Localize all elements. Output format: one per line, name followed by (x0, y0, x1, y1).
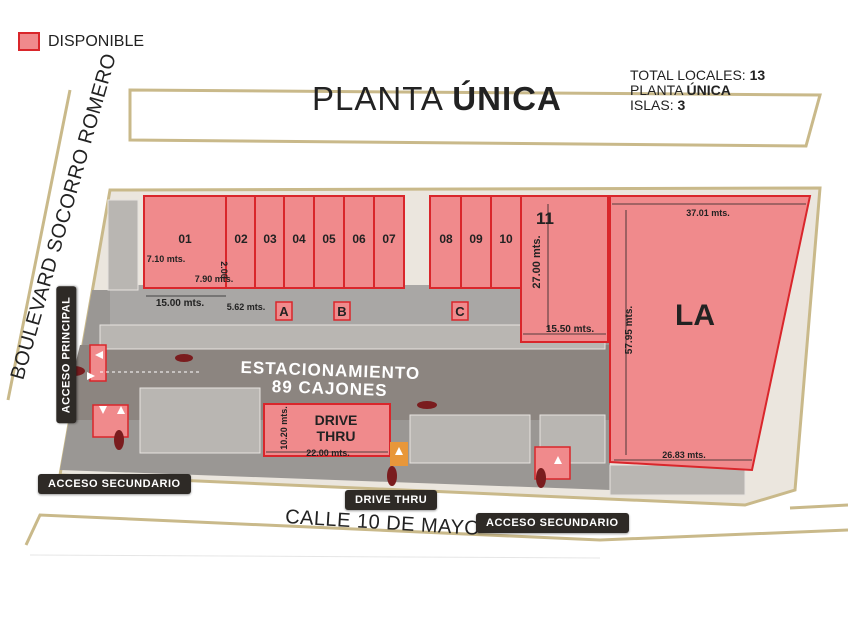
north-sidewalk (128, 88, 822, 148)
stat-value: 13 (749, 67, 766, 83)
car-icon (417, 401, 437, 409)
drive-thru-label: DRIVE (315, 412, 358, 428)
dimension-label: 10.20 mts. (279, 406, 289, 450)
islands (275, 301, 469, 321)
local-01 (143, 195, 227, 289)
stat-total: TOTAL LOCALES: 13 (630, 68, 765, 83)
access-secondary-label: ACCESO SECUNDARIO (38, 474, 191, 494)
stats-panel: TOTAL LOCALES: 13 PLANTA ÚNICA ISLAS: 3 (630, 68, 765, 113)
east-curb (789, 503, 848, 510)
title-prefix: PLANTA (312, 80, 453, 117)
local-label: 07 (382, 232, 396, 246)
local-07 (373, 195, 405, 289)
local-label: 11 (536, 209, 554, 228)
local-08 (429, 195, 462, 289)
dimension-label: 15.50 mts. (546, 324, 595, 335)
dimension-label: 57.95 mts. (624, 306, 635, 355)
arrows (87, 351, 562, 464)
island-b (333, 301, 351, 321)
local-09 (460, 195, 492, 289)
arrow-icon (117, 406, 125, 414)
island-label: C (455, 304, 465, 319)
island-c (451, 301, 469, 321)
locales (143, 195, 812, 472)
local-label: 06 (352, 232, 366, 246)
access-secondary-label: ACCESO SECUNDARIO (476, 513, 629, 533)
dimension-label: 15.00 mts. (156, 298, 205, 309)
dimension-label: 7.90 mts. (195, 274, 234, 284)
dimension-label: 27.00 mts. (531, 235, 543, 288)
local-label: LA (675, 299, 715, 332)
arrow-icon (87, 372, 95, 380)
dimension-label: 5.62 mts. (227, 302, 266, 312)
local-11 (520, 195, 609, 343)
arrow-icon (95, 351, 103, 359)
local-label: 02 (234, 232, 248, 246)
drive-thru-block (263, 403, 391, 457)
stat-label: ISLAS: (630, 97, 678, 113)
dimension-label: 37.01 mts. (686, 208, 730, 218)
car-icon (536, 468, 546, 488)
local-05 (313, 195, 345, 289)
island-a (275, 301, 293, 321)
arrow-icon (395, 447, 403, 455)
west-curb (6, 89, 72, 401)
stat-islas: ISLAS: 3 (630, 98, 765, 113)
dimension-label: 26.83 mts. (662, 450, 706, 460)
dimension-label: 22.00 mts. (306, 448, 350, 458)
title-bold: ÚNICA (452, 80, 562, 117)
local-label: 04 (292, 232, 306, 246)
arrow-icon (554, 456, 562, 464)
local-label: 08 (439, 232, 453, 246)
access-principal-label: ACCESO PRINCIPAL (56, 286, 77, 424)
dimension-label: 7.10 mts. (147, 254, 186, 264)
stat-label: TOTAL LOCALES: (630, 67, 750, 83)
island-label: A (279, 304, 289, 319)
stat-value: ÚNICA (686, 82, 731, 98)
local-label: 01 (178, 232, 192, 246)
dimension-label: 2.00 (219, 261, 229, 279)
parking-count: 89 CAJONES (271, 377, 387, 400)
drive-thru-label: THRU (317, 428, 356, 444)
local-06 (343, 195, 375, 289)
locale-labels: 01 02 03 04 05 06 07 08 09 10 11 LA (178, 209, 715, 332)
arrow-icon (99, 406, 107, 414)
local-label: 05 (322, 232, 336, 246)
local-label: 09 (469, 232, 483, 246)
car-icon (175, 354, 193, 362)
legend-swatch (18, 32, 40, 51)
stat-label: PLANTA (630, 82, 687, 98)
local-label: 10 (499, 232, 513, 246)
car-icon (114, 430, 124, 450)
page-title: PLANTA ÚNICA (312, 80, 562, 118)
car-icon (387, 466, 397, 486)
local-label: 03 (263, 232, 277, 246)
island-label: B (337, 304, 346, 319)
dimension-lines (146, 203, 806, 461)
local-la (609, 195, 812, 472)
stat-value: 3 (677, 97, 686, 113)
local-03 (254, 195, 285, 289)
south-curb (24, 513, 848, 546)
stat-planta: PLANTA ÚNICA (630, 83, 765, 98)
south-edge (29, 554, 601, 559)
legend-label: DISPONIBLE (48, 33, 145, 50)
drive-thru-access-label: DRIVE THRU (345, 490, 438, 510)
